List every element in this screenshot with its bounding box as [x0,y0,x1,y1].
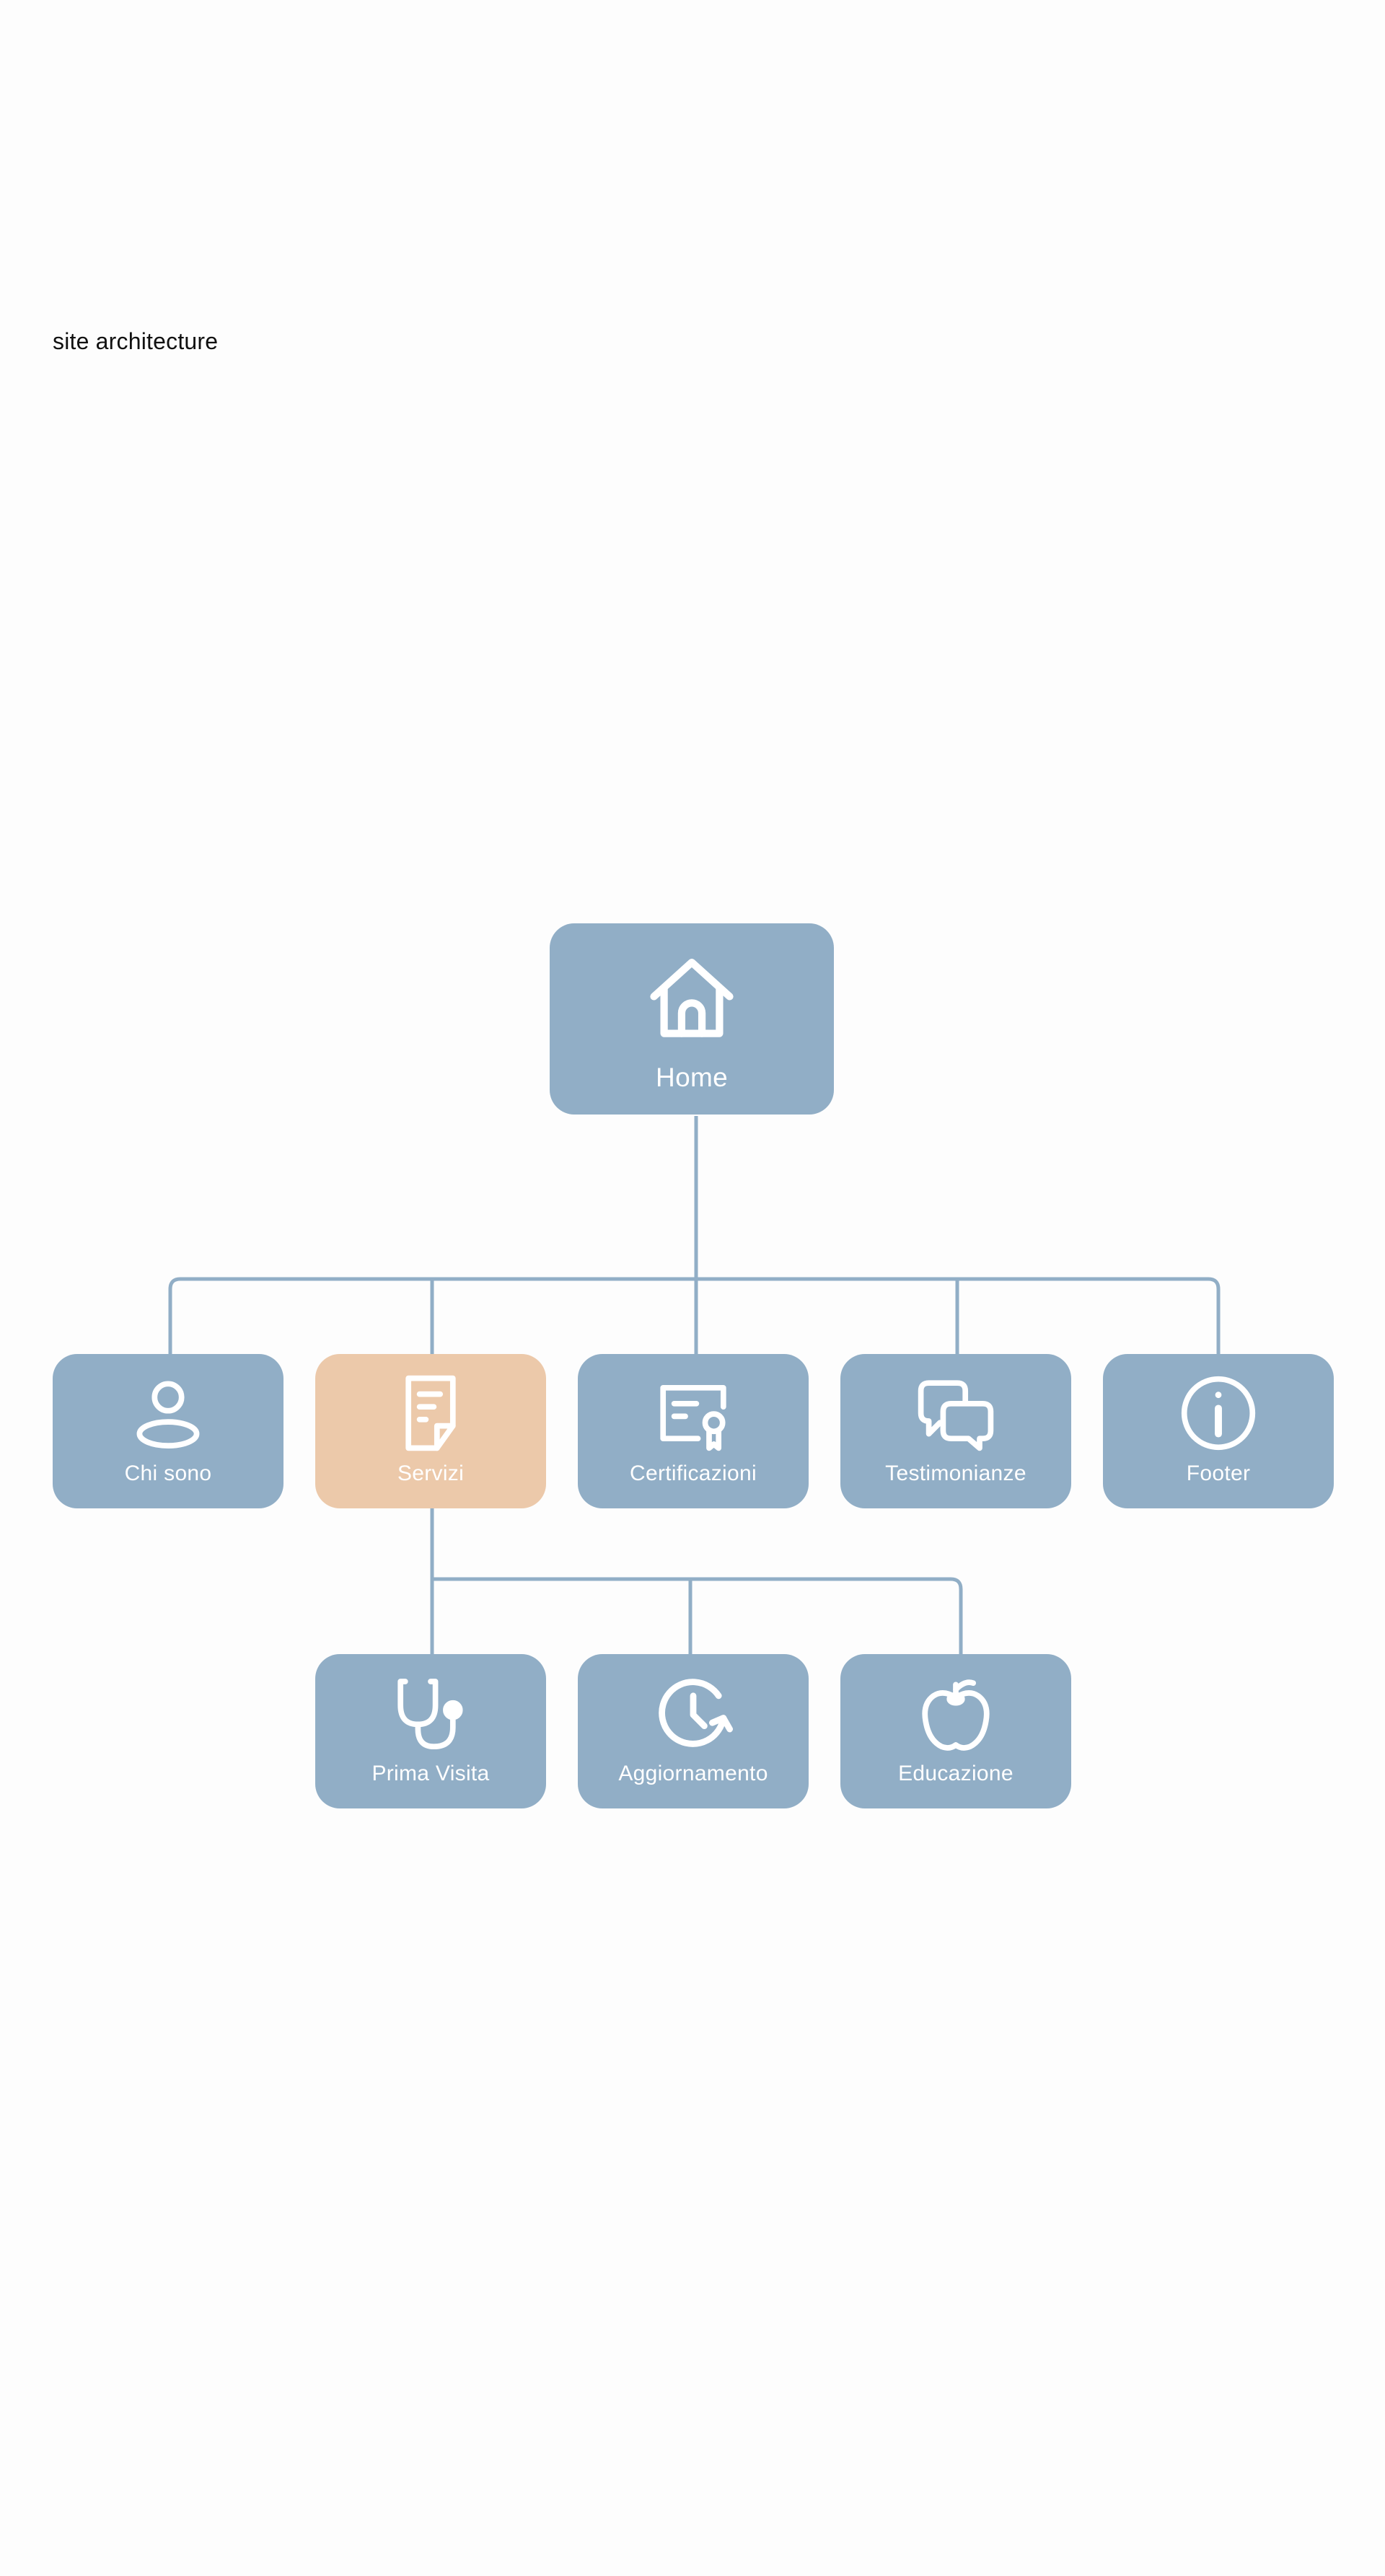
node-educazione[interactable]: Educazione [840,1654,1071,1808]
clock-refresh-icon [659,1679,733,1747]
node-servizi[interactable]: Servizi [315,1354,546,1508]
node-testimonianze[interactable]: Testimonianze [840,1354,1071,1508]
node-chi-sono-label: Chi sono [124,1461,212,1485]
certificate-icon [660,1384,726,1451]
node-prima-visita[interactable]: Prima Visita [315,1654,546,1808]
chat-bubbles-icon [918,1380,994,1451]
info-icon [1181,1376,1256,1451]
node-certificazioni-label: Certificazioni [630,1461,757,1485]
node-educazione-label: Educazione [898,1762,1014,1785]
node-certificazioni[interactable]: Certificazioni [578,1354,809,1508]
apple-icon [922,1679,990,1751]
user-icon [136,1381,200,1449]
node-home-label: Home [656,1063,728,1092]
page-title: site architecture [53,328,219,354]
node-servizi-label: Servizi [397,1461,465,1485]
node-aggiornamento[interactable]: Aggiornamento [578,1654,809,1808]
node-chi-sono[interactable]: Chi sono [53,1354,283,1508]
node-prima-visita-label: Prima Visita [371,1762,490,1785]
connector-level2-bus [432,1577,963,1654]
stethoscope-icon [397,1679,463,1750]
node-footer-label: Footer [1186,1461,1251,1485]
node-testimonianze-label: Testimonianze [885,1461,1026,1485]
node-home[interactable]: Home [550,923,834,1115]
node-footer[interactable]: Footer [1103,1354,1334,1508]
node-aggiornamento-label: Aggiornamento [618,1762,768,1785]
document-icon [405,1375,456,1451]
house-icon [650,958,734,1037]
